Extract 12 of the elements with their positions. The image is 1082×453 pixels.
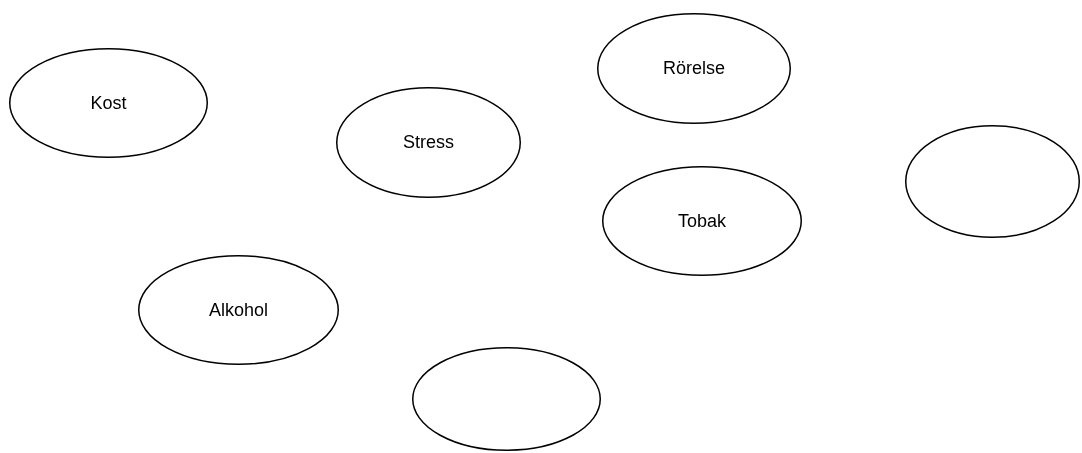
ellipse-node — [138, 255, 339, 365]
ellipse-node — [336, 87, 521, 198]
ellipse-node — [602, 166, 802, 276]
node-label: Tobak — [677, 210, 726, 232]
node-label: Kost — [90, 92, 127, 114]
node-label: Rörelse — [663, 58, 725, 79]
node-label: Stress — [403, 132, 454, 153]
ellipse-node — [597, 13, 791, 124]
ellipse-node — [9, 48, 208, 158]
node-label: Alkohol — [208, 299, 268, 321]
empty-ellipse — [412, 347, 601, 451]
empty-ellipse — [905, 125, 1080, 238]
